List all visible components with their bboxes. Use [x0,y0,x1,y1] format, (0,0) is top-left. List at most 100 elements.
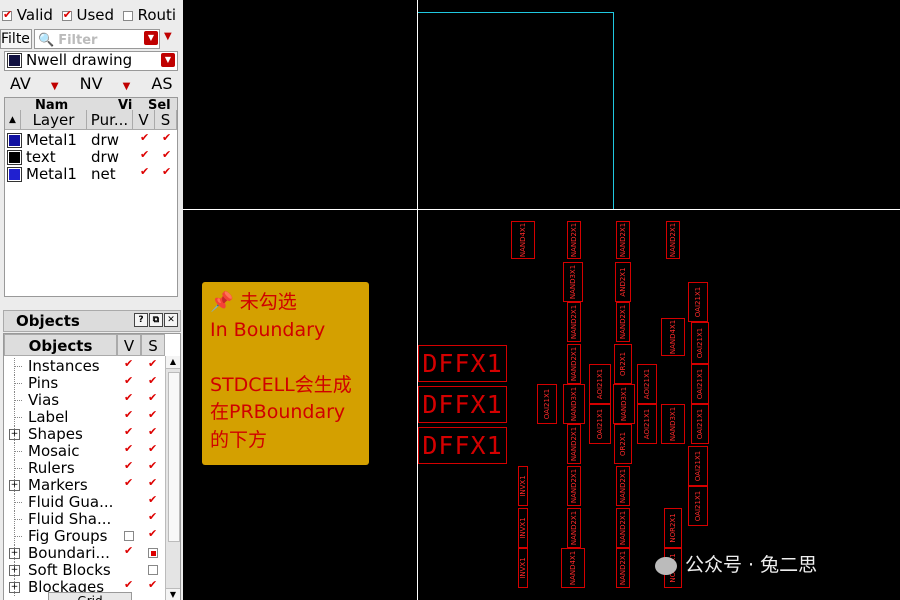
selectable-checkbox[interactable] [148,527,158,541]
selectable-checkbox[interactable] [148,476,158,490]
selectable-checkbox[interactable] [162,131,172,145]
selectable-checkbox[interactable] [162,165,172,179]
selectable-checkbox[interactable] [148,510,158,524]
as-menu[interactable]: AS▼ [151,74,173,93]
objects-row[interactable]: Pins [4,374,164,392]
visible-checkbox[interactable] [124,544,134,558]
std-cell[interactable]: NAND2X1 [567,424,581,464]
filter-input[interactable]: 🔍Filter [34,29,160,49]
visible-checkbox[interactable] [124,374,134,388]
visible-checkbox[interactable] [140,131,150,145]
objects-row[interactable]: Rulers [4,459,164,477]
std-cell[interactable]: OAI21X1 [691,404,709,444]
std-cell[interactable]: OR2X1 [614,424,632,464]
objects-row[interactable]: Fig Groups [4,527,164,545]
expand-icon[interactable]: + [9,429,20,440]
selectable-checkbox[interactable] [148,391,158,405]
visible-checkbox[interactable] [140,148,150,162]
std-cell[interactable]: AOI21X1 [637,404,657,444]
objects-row[interactable]: +Blockages [4,578,164,596]
objects-row[interactable]: Fluid Gua... [4,493,164,511]
visible-checkbox[interactable] [124,459,134,473]
std-cell[interactable]: NAND2X1 [567,344,581,384]
sort-up-icon[interactable]: ▲ [5,110,21,130]
dffx-cell[interactable]: DFFX1 [418,427,507,464]
std-cell[interactable]: OAI21X1 [537,384,557,424]
std-cell[interactable]: NAND3X1 [563,262,583,302]
std-cell[interactable]: NAND2X1 [567,508,581,548]
objects-row[interactable]: Instances [4,357,164,375]
visible-checkbox[interactable] [124,476,134,490]
objects-row[interactable]: +Markers [4,476,164,494]
std-cell[interactable]: NAND2X1 [616,466,630,506]
std-cell[interactable]: NAND4X1 [561,548,585,588]
objects-row[interactable]: +Boundari... [4,544,164,562]
std-cell[interactable]: NAND2X1 [567,302,581,342]
std-cell[interactable]: INVX1 [518,466,528,506]
std-cell[interactable]: NAND2X1 [616,302,630,342]
tab-grid[interactable]: Grid [48,592,132,600]
selectable-checkbox[interactable] [148,408,158,422]
col-selectable[interactable]: S [141,334,165,356]
visible-checkbox[interactable] [124,391,134,405]
std-cell[interactable]: OAI21X1 [688,486,708,526]
std-cell[interactable]: INVX1 [518,508,528,548]
std-cell[interactable]: NAND4X1 [511,221,535,259]
layer-row[interactable]: text drw [5,148,177,166]
layout-canvas[interactable] [183,0,900,600]
col-visible[interactable]: V [117,334,141,356]
selectable-checkbox[interactable] [148,442,158,456]
selectable-checkbox[interactable] [148,565,158,575]
std-cell[interactable]: NAND2X1 [567,466,581,506]
selectable-checkbox[interactable] [148,374,158,388]
std-cell[interactable]: OAI21X1 [688,446,708,486]
std-cell[interactable]: NOR2X1 [664,508,682,548]
col-purpose[interactable]: Pur... [87,110,133,130]
valid-checkbox[interactable] [2,8,12,22]
std-cell[interactable]: NAND3X1 [661,404,685,444]
objects-row[interactable]: Fluid Sha... [4,510,164,528]
std-cell[interactable]: NAND2X1 [616,508,630,548]
visible-checkbox[interactable] [124,531,134,541]
dffx-cell[interactable]: DFFX1 [418,386,507,423]
std-cell[interactable]: INVX1 [518,548,528,588]
col-layer[interactable]: Layer [21,110,87,130]
av-menu[interactable]: AV▼ [10,74,59,93]
expand-icon[interactable]: + [9,548,20,559]
routing-checkbox[interactable] [122,10,133,21]
selectable-checkbox[interactable] [162,148,172,162]
selectable-checkbox[interactable] [148,459,158,473]
std-cell[interactable]: NAND2X1 [616,221,630,259]
float-icon[interactable]: ⧉ [149,313,163,327]
close-icon[interactable]: ✕ [164,313,178,327]
std-cell[interactable]: AND2X1 [615,262,631,302]
expand-icon[interactable]: + [9,565,20,576]
std-cell[interactable]: OAI21X1 [589,404,611,444]
std-cell[interactable]: NAND2X1 [666,221,680,259]
std-cell[interactable]: OR2X1 [614,344,632,384]
visible-checkbox[interactable] [124,578,134,592]
std-cell[interactable]: NAND3X1 [613,384,635,424]
col-visible[interactable]: V [133,110,155,130]
col-selectable[interactable]: S [155,110,177,130]
objects-scrollbar[interactable]: ▲ ▼ [165,356,180,600]
selectable-checkbox[interactable] [148,493,158,507]
visible-checkbox[interactable] [124,425,134,439]
objects-row[interactable]: Label [4,408,164,426]
filter-mode-button[interactable]: Filte [0,29,32,49]
dffx-cell[interactable]: DFFX1 [418,345,507,382]
std-cell[interactable]: AOI21X1 [637,364,657,404]
selectable-checkbox[interactable] [148,578,158,592]
objects-row[interactable]: +Shapes [4,425,164,443]
objects-row[interactable]: +Soft Blocks [4,562,164,579]
col-objects[interactable]: Objects [4,334,117,356]
std-cell[interactable]: NAND2X1 [616,548,630,588]
visible-checkbox[interactable] [124,357,134,371]
visible-checkbox[interactable] [140,165,150,179]
objects-row[interactable]: Mosaic [4,442,164,460]
std-cell[interactable]: OAI21X1 [691,364,709,404]
layer-row[interactable]: Metal1 drw [5,131,177,149]
used-checkbox[interactable] [61,8,72,22]
std-cell[interactable]: NAND2X1 [567,221,581,259]
objects-row[interactable]: Vias [4,391,164,409]
